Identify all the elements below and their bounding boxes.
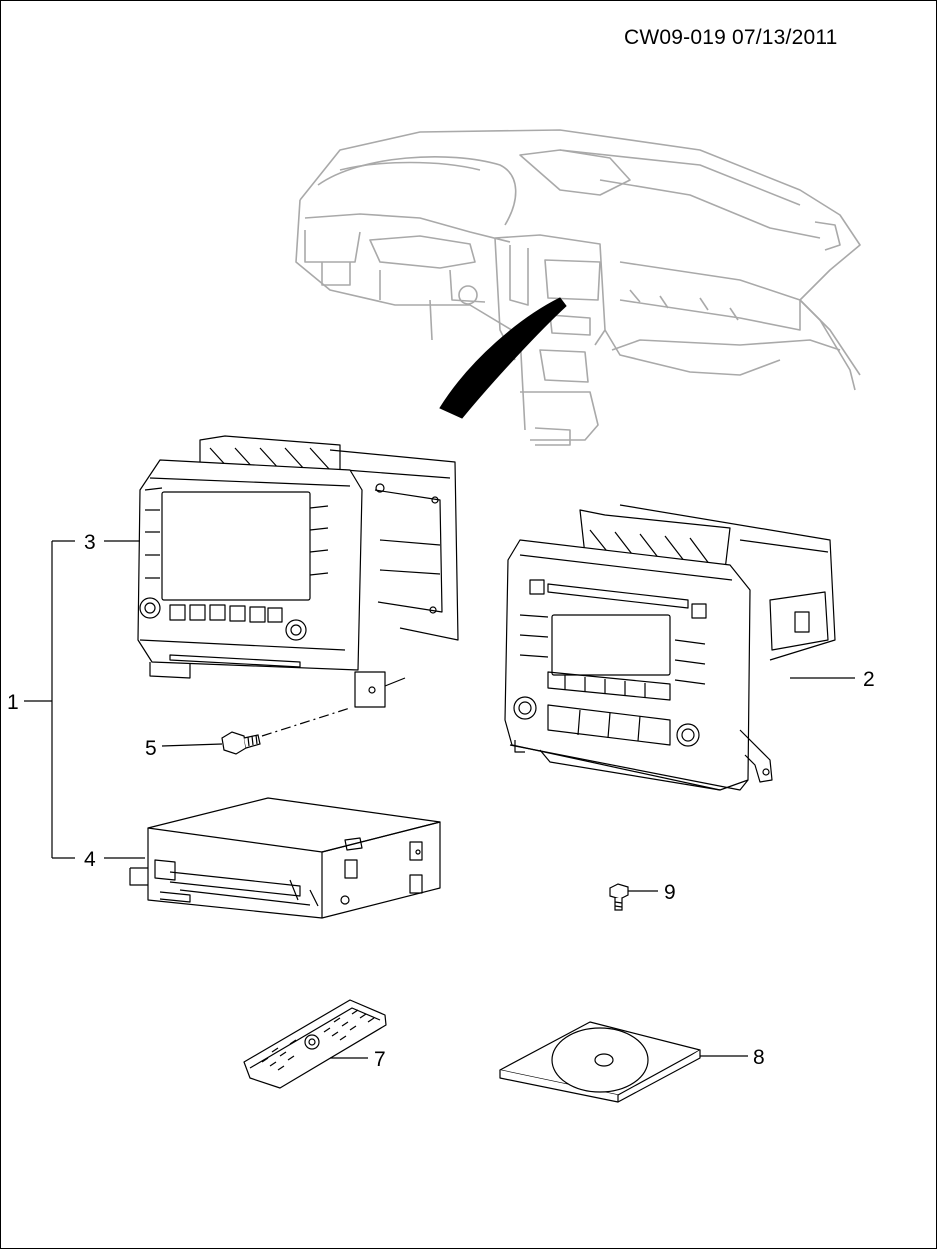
callout-4: 4 [84, 848, 96, 871]
screw-5-illustration [221, 731, 261, 755]
callout-3: 3 [84, 531, 96, 554]
screw-alignment-line [261, 707, 351, 737]
leader-line-5 [161, 743, 223, 747]
callout-7: 7 [374, 1048, 386, 1071]
bolt-9-illustration [609, 883, 629, 911]
bracket-alignment-line [384, 677, 406, 687]
remote-control-illustration [243, 999, 387, 1089]
location-arrow [439, 297, 567, 419]
document-id: CW09-019 07/13/2011 [624, 26, 838, 49]
dvd-module-illustration [129, 797, 441, 919]
navigation-head-unit-illustration [137, 435, 459, 708]
disc-media-illustration [499, 1021, 701, 1103]
leader-lines [24, 540, 855, 1059]
callout-9: 9 [664, 881, 676, 904]
callout-5: 5 [145, 737, 157, 760]
callout-1: 1 [7, 691, 19, 714]
callout-2: 2 [863, 668, 875, 691]
radio-head-unit-illustration [504, 504, 836, 791]
dashboard-ghost-illustration [295, 129, 861, 446]
callout-8: 8 [753, 1046, 765, 1069]
